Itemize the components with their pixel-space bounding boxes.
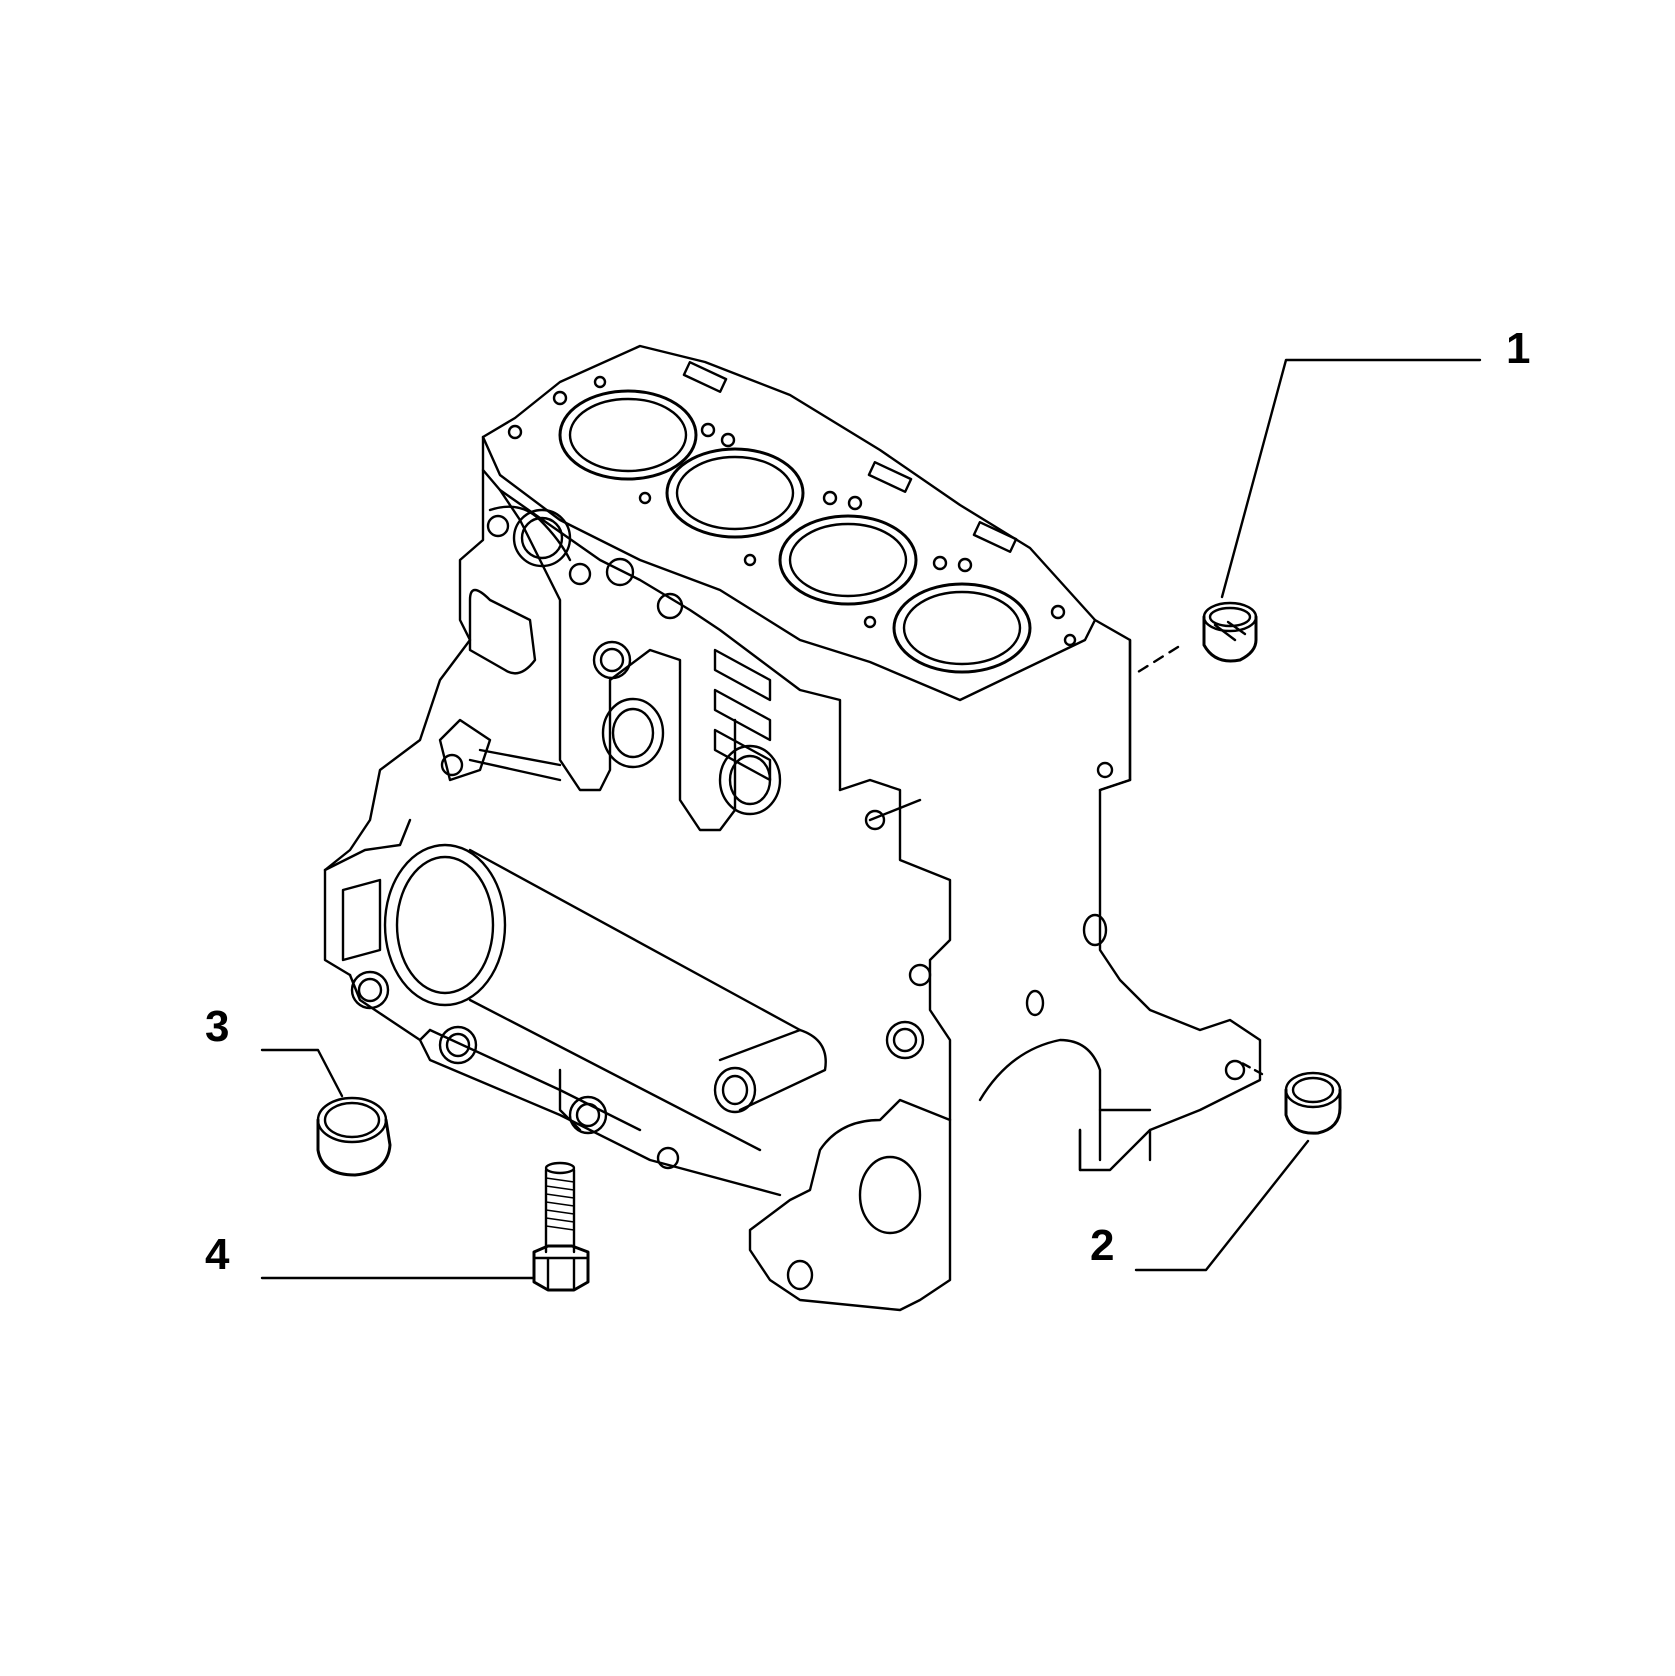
engine-block [323, 344, 1262, 1312]
axis-dashed-2 [1238, 1060, 1264, 1076]
plug [1202, 601, 1258, 663]
cylinder-bore-1 [558, 389, 698, 481]
sleeve [1284, 1071, 1342, 1135]
cylinder-bore-4 [892, 582, 1032, 674]
crankshaft-bore [383, 843, 507, 1007]
callout-number-4: 4 [205, 1230, 230, 1279]
cylinder-bore-3 [778, 514, 918, 606]
callout-number-1: 1 [1506, 324, 1531, 373]
leader-line-3 [260, 1048, 344, 1098]
cylinder-bore-2 [665, 447, 805, 539]
callout-number-3: 3 [205, 1002, 230, 1051]
axis-dashed-1 [1136, 645, 1180, 674]
bush [316, 1096, 392, 1177]
leader-line-1 [1220, 358, 1482, 599]
leader-line-2 [1134, 1139, 1310, 1272]
bolt [532, 1161, 590, 1292]
callout-number-2: 2 [1090, 1221, 1115, 1270]
